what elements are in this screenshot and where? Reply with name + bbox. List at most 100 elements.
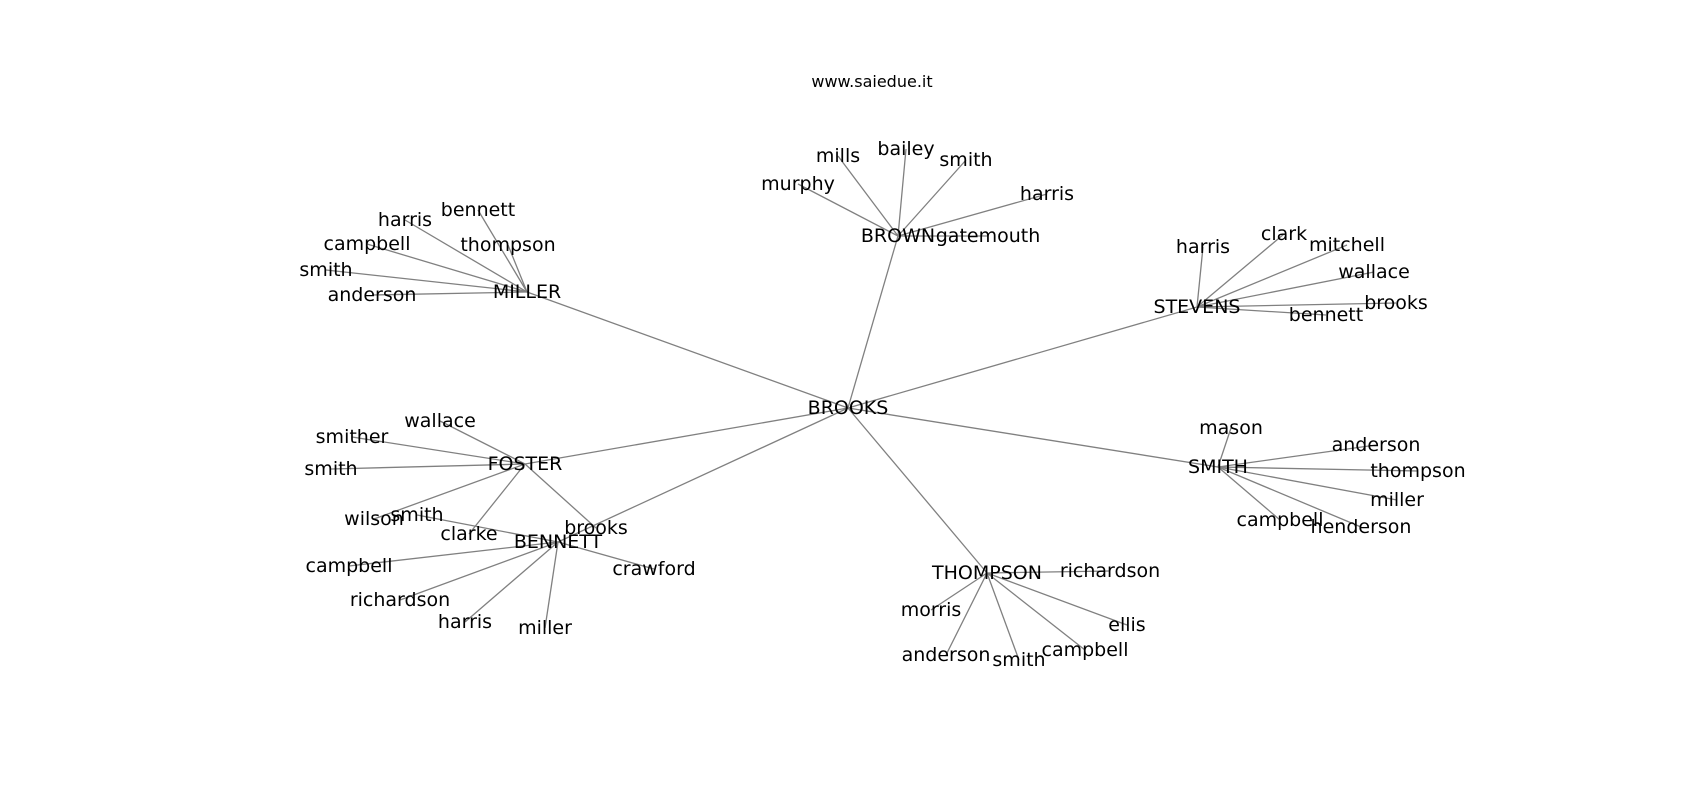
- leaf-node-label: smith: [304, 458, 357, 480]
- edge-stevens-harris: [1196, 246, 1204, 308]
- leaf-node-label: mills: [816, 145, 860, 167]
- leaf-node-label: wallace: [404, 410, 476, 432]
- leaf-node-label: brooks: [1364, 292, 1428, 314]
- edge-foster-smither: [351, 436, 526, 465]
- edge-smith-mason: [1217, 427, 1232, 468]
- leaf-node-label: smith: [939, 149, 992, 171]
- leaf-node-label: harris: [1020, 183, 1074, 205]
- leaf-node-label: campbell: [1237, 509, 1324, 531]
- edge-foster-smith: [330, 463, 526, 470]
- hub-node-label: FOSTER: [488, 453, 563, 475]
- leaf-node-label: anderson: [1332, 434, 1421, 456]
- leaf-node-label: clarke: [440, 523, 497, 545]
- leaf-node-label: smither: [316, 426, 389, 448]
- edge-smith-miller: [1217, 466, 1398, 501]
- edge-brown-mills: [837, 155, 899, 237]
- edge-smith-campbell: [1217, 466, 1281, 521]
- hub-node-label: SMITH: [1188, 456, 1248, 478]
- leaf-node-label: clark: [1261, 223, 1307, 245]
- edge-bennett-crawford: [557, 541, 655, 570]
- leaf-node-label: crawford: [612, 558, 695, 580]
- edge-miller-anderson: [371, 291, 528, 296]
- edges-layer: [325, 148, 1419, 661]
- leaf-node-label: thompson: [460, 234, 555, 256]
- edge-thompson-campbell: [986, 572, 1086, 651]
- leaf-node-label: campbell: [306, 555, 393, 577]
- hub-node-label: STEVENS: [1154, 296, 1241, 318]
- edge-root-to-smith: [847, 407, 1219, 468]
- edge-bennett-richardson: [399, 541, 559, 601]
- edge-foster-clarke: [468, 463, 526, 535]
- leaf-node-label: richardson: [350, 589, 450, 611]
- edge-miller-harris: [404, 219, 528, 293]
- edge-miller-smith: [325, 269, 528, 293]
- leaf-node-label: henderson: [1311, 516, 1412, 538]
- leaf-node-label: anderson: [328, 284, 417, 306]
- leaf-node-label: campbell: [324, 233, 411, 255]
- edge-thompson-ellis: [986, 572, 1128, 626]
- edge-root-to-stevens: [847, 306, 1198, 409]
- edge-bennett-miller: [544, 541, 559, 629]
- leaf-node-label: morris: [901, 599, 962, 621]
- edge-root-to-thompson: [847, 407, 988, 574]
- edge-foster-wallace: [439, 420, 526, 465]
- hub-node-label: THOMPSON: [931, 562, 1042, 584]
- edge-smith-anderson: [1217, 444, 1377, 468]
- edge-root-to-brown: [847, 235, 899, 409]
- edge-bennett-smith: [416, 514, 559, 543]
- leaf-node-label: wallace: [1338, 261, 1410, 283]
- edge-root-to-miller: [526, 291, 849, 409]
- edge-thompson-richardson: [986, 570, 1111, 574]
- edge-bennett-harris: [464, 541, 559, 623]
- leaf-node-label: brooks: [564, 517, 628, 539]
- edge-thompson-smith: [986, 572, 1020, 661]
- hub-node-label: MILLER: [493, 281, 561, 303]
- edge-stevens-bennett: [1196, 306, 1327, 316]
- edge-smith-thompson: [1217, 466, 1419, 472]
- leaf-node-label: murphy: [761, 173, 835, 195]
- edge-stevens-brooks: [1196, 302, 1397, 308]
- edge-miller-bennett: [477, 209, 528, 293]
- edge-thompson-morris: [930, 572, 988, 611]
- edge-miller-campbell: [366, 243, 528, 293]
- edge-root-to-bennett: [557, 407, 849, 543]
- edge-bennett-campbell: [348, 541, 559, 567]
- edge-root-to-foster: [524, 407, 849, 465]
- edge-foster-brooks: [524, 463, 597, 529]
- root-node-label: BROOKS: [808, 397, 889, 419]
- edge-brown-smith: [897, 159, 967, 237]
- edge-stevens-wallace: [1196, 271, 1375, 308]
- leaf-node-label: miller: [518, 617, 572, 639]
- edge-miller-thompson: [507, 244, 528, 293]
- leaf-node-label: mitchell: [1309, 234, 1385, 256]
- leaf-node-label: mason: [1199, 417, 1263, 439]
- leaf-node-label: anderson: [902, 644, 991, 666]
- leaf-node-label: harris: [378, 209, 432, 231]
- edge-smith-henderson: [1217, 466, 1362, 528]
- edge-foster-wilson: [373, 463, 526, 520]
- hub-node-label: BENNETT: [514, 531, 603, 553]
- leaf-node-label: smith: [390, 504, 443, 526]
- leaf-node-label: miller: [1370, 489, 1424, 511]
- leaf-node-label: bennett: [441, 199, 515, 221]
- leaf-node-label: thompson: [1370, 460, 1465, 482]
- edge-stevens-clark: [1196, 233, 1285, 308]
- leaf-node-label: harris: [1176, 236, 1230, 258]
- edge-brown-murphy: [797, 183, 899, 237]
- edge-brown-harris: [897, 193, 1048, 237]
- leaf-node-label: ellis: [1108, 614, 1145, 636]
- leaf-node-label: smith: [992, 649, 1045, 671]
- leaf-node-label: gatemouth: [936, 225, 1041, 247]
- leaf-node-label: campbell: [1042, 639, 1129, 661]
- edge-stevens-mitchell: [1196, 244, 1348, 308]
- leaf-node-label: harris: [438, 611, 492, 633]
- leaf-node-label: smith: [299, 259, 352, 281]
- leaf-node-label: bennett: [1289, 304, 1363, 326]
- edge-brown-bailey: [897, 148, 907, 237]
- source-label: www.saiedue.it: [811, 72, 932, 91]
- leaf-node-label: wilson: [344, 508, 404, 530]
- leaf-node-label: richardson: [1060, 560, 1160, 582]
- leaf-node-label: bailey: [877, 138, 934, 160]
